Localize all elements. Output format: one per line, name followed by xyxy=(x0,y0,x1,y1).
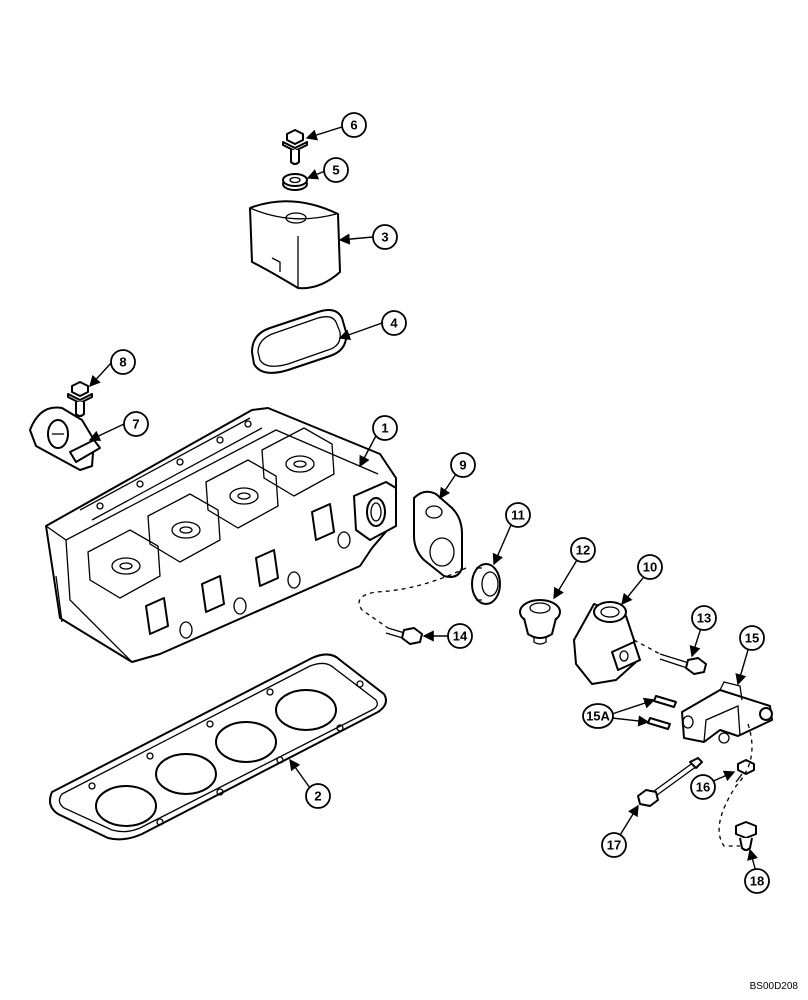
bolt-part-14 xyxy=(385,627,423,645)
cover-part-3 xyxy=(249,200,341,290)
callout-7: 7 xyxy=(123,411,149,437)
lifting-bracket-part-7 xyxy=(29,406,101,471)
callout-17: 17 xyxy=(601,832,627,858)
callout-2: 2 xyxy=(305,783,331,809)
svg-text:18: 18 xyxy=(750,874,764,889)
callout-8: 8 xyxy=(110,349,136,375)
svg-text:3: 3 xyxy=(381,230,388,245)
callout-1: 1 xyxy=(372,415,398,441)
callout-10: 10 xyxy=(637,554,663,580)
svg-text:17: 17 xyxy=(607,838,621,853)
svg-text:9: 9 xyxy=(459,458,466,473)
drawing-code: BS00D208 xyxy=(749,981,798,992)
cam-chamber-3 xyxy=(205,459,279,529)
long-bolt-part-17 xyxy=(637,757,703,807)
port-flanges xyxy=(145,503,335,635)
thermostat-gasket-part-9 xyxy=(413,490,463,578)
callout-3: 3 xyxy=(372,224,398,250)
svg-text:8: 8 xyxy=(119,355,126,370)
svg-text:7: 7 xyxy=(132,417,139,432)
svg-text:14: 14 xyxy=(453,629,468,644)
svg-text:12: 12 xyxy=(576,543,590,558)
callout-18: 18 xyxy=(744,868,770,894)
callout-15a: 15A xyxy=(582,703,614,729)
cylinder-head-part-1 xyxy=(45,407,397,663)
bolt-part-8 xyxy=(67,381,93,417)
callout-14: 14 xyxy=(447,623,473,649)
bolt-part-16 xyxy=(735,759,755,783)
svg-text:15A: 15A xyxy=(586,709,610,724)
cam-chamber-2 xyxy=(147,493,221,563)
callout-5: 5 xyxy=(323,157,349,183)
thermostat-housing-part-10 xyxy=(573,601,641,685)
cam-chamber-1 xyxy=(87,529,161,599)
svg-text:5: 5 xyxy=(332,163,339,178)
callout-13: 13 xyxy=(691,605,717,631)
thermostat-part-12 xyxy=(519,599,561,645)
svg-text:2: 2 xyxy=(314,789,321,804)
cam-chamber-4 xyxy=(261,427,335,497)
mounting-bracket-part-15 xyxy=(681,681,773,744)
bolt-part-6 xyxy=(282,129,308,165)
callout-16: 16 xyxy=(690,774,716,800)
callout-6: 6 xyxy=(341,112,367,138)
callout-15: 15 xyxy=(739,625,765,651)
grommet-part-5 xyxy=(282,173,308,191)
callout-4: 4 xyxy=(381,310,407,336)
callout-9: 9 xyxy=(450,452,476,478)
bolt-part-18 xyxy=(735,821,757,851)
gasket-holes xyxy=(88,680,364,826)
bolt-part-13 xyxy=(659,653,707,675)
svg-text:6: 6 xyxy=(350,118,357,133)
svg-text:4: 4 xyxy=(390,316,398,331)
svg-text:13: 13 xyxy=(697,611,711,626)
seal-ring-part-11 xyxy=(471,563,501,605)
head-gasket-part-2 xyxy=(49,653,387,841)
svg-text:10: 10 xyxy=(643,560,657,575)
svg-text:15: 15 xyxy=(745,631,759,646)
callout-12: 12 xyxy=(570,537,596,563)
callout-11: 11 xyxy=(505,502,531,528)
gasket-part-4 xyxy=(251,309,348,374)
assembly-dashed-lines xyxy=(358,567,753,847)
svg-text:16: 16 xyxy=(696,780,710,795)
boss-holes xyxy=(179,531,351,639)
svg-text:1: 1 xyxy=(381,421,388,436)
svg-text:11: 11 xyxy=(511,508,525,523)
